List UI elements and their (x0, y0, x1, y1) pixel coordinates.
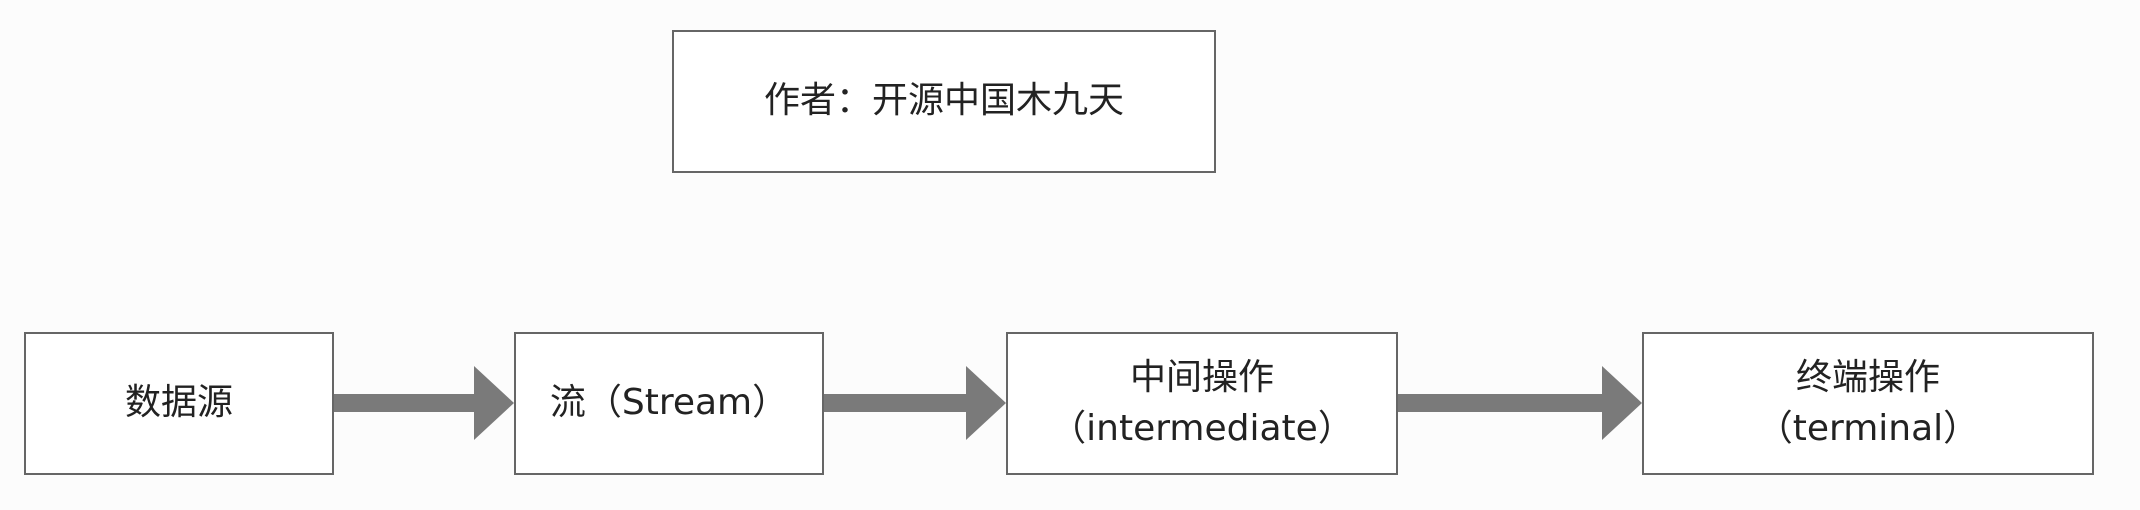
node-stream: 流（Stream） (514, 332, 824, 475)
node-intermediate-label: 中间操作 （intermediate） (1050, 357, 1354, 449)
node-stream-label: 流（Stream） (549, 382, 789, 424)
arrow-stream-to-intermediate (824, 366, 1006, 440)
arrow-source-to-stream (334, 366, 514, 440)
arrow-intermediate-to-terminal (1398, 366, 1642, 440)
author-box: 作者：开源中国木九天 (672, 30, 1216, 173)
author-label: 作者：开源中国木九天 (763, 80, 1124, 122)
node-data-source: 数据源 (24, 332, 334, 475)
node-data-source-label: 数据源 (124, 382, 233, 424)
node-intermediate: 中间操作 （intermediate） (1006, 332, 1398, 475)
node-terminal: 终端操作 （terminal） (1642, 332, 2094, 475)
node-terminal-label: 终端操作 （terminal） (1756, 357, 1980, 449)
